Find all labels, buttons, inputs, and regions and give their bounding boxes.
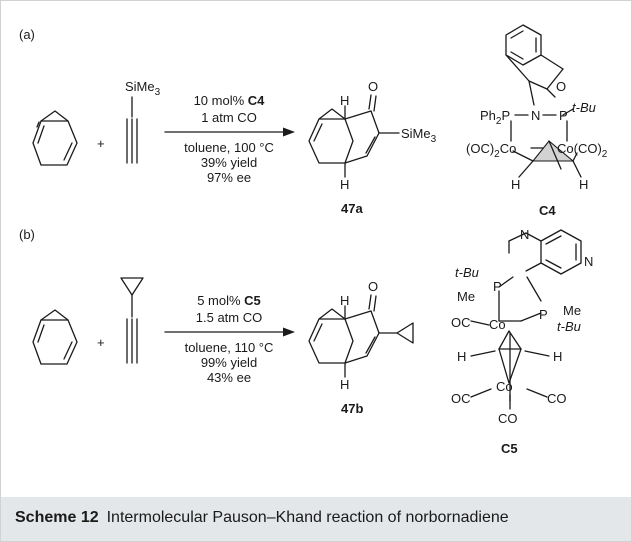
norbornadiene-a: [32, 110, 78, 166]
c4-h-left: H: [511, 177, 520, 192]
product-label-47a: 47a: [341, 201, 363, 216]
c4-phosphorus: P: [559, 108, 568, 123]
cyclopropyl-acetylene: [120, 277, 144, 364]
condition-solvent-a: toluene, 100 °C: [184, 140, 274, 155]
carbonyl-o-47b: O: [368, 279, 378, 294]
condition-ee-b: 43% ee: [207, 370, 251, 385]
c4-right-cobalt: Co(CO)2: [557, 141, 608, 160]
c5-co-right: CO: [547, 391, 567, 406]
h-top-47b: H: [340, 293, 349, 308]
alkyne-substituent-a: SiMe3: [125, 79, 161, 98]
c5-h-left: H: [457, 349, 466, 364]
c5-nitrogen-top: N: [520, 227, 529, 242]
c5-nitrogen-right: N: [584, 254, 593, 269]
caption-bar: [1, 497, 631, 541]
norbornadiene-b: [32, 309, 78, 365]
product-47a-structure: [308, 94, 400, 178]
h-bottom-47b: H: [340, 377, 349, 392]
c4-left-cobalt: (OC)2Co: [466, 141, 516, 160]
product-47b-structure: [308, 294, 414, 378]
c4-ph2p: Ph2P: [480, 108, 510, 127]
scheme-caption: Scheme 12 Intermolecular Pauson–Khand rea…: [15, 509, 509, 527]
condition-pressure-b: 1.5 atm CO: [196, 310, 262, 325]
scheme-drawing: (a) + SiMe3 10 mol% C4 1 atm CO toluene,…: [19, 24, 608, 456]
c5-oc-top: OC: [451, 315, 471, 330]
c4-oxygen: O: [556, 79, 566, 94]
plus-sign-b: +: [97, 335, 105, 350]
condition-catalyst-loading-b: 5 mol% C5: [197, 293, 261, 308]
panel-b-label: (b): [19, 227, 35, 242]
h-bottom-47a: H: [340, 177, 349, 192]
c5-cobalt-top: Co: [489, 317, 506, 332]
h-top-47a: H: [340, 93, 349, 108]
plus-sign-a: +: [97, 136, 105, 151]
c5-phosphorus-right: P: [539, 307, 548, 322]
product-substituent-a: SiMe3: [401, 126, 437, 145]
c5-tbu-left: t-Bu: [455, 265, 479, 280]
catalyst-c5-structure: [470, 229, 582, 410]
c5-phosphorus-left: P: [493, 279, 502, 294]
condition-solvent-b: toluene, 110 °C: [185, 340, 274, 355]
c4-nitrogen: N: [531, 108, 540, 123]
c5-co-bottom: CO: [498, 411, 518, 426]
c5-cobalt-bottom: Co: [496, 379, 513, 394]
carbonyl-o-47a: O: [368, 79, 378, 94]
c4-tbu: t-Bu: [572, 100, 596, 115]
caption-text: Intermolecular Pauson–Khand reaction of …: [106, 509, 509, 526]
condition-ee-a: 97% ee: [207, 170, 251, 185]
catalyst-label-c5: C5: [501, 441, 518, 456]
condition-yield-a: 39% yield: [201, 155, 257, 170]
tms-acetylene: SiMe3: [125, 79, 161, 164]
condition-pressure-a: 1 atm CO: [201, 110, 257, 125]
caption-number: Scheme 12: [15, 509, 99, 526]
c5-h-right: H: [553, 349, 562, 364]
product-label-47b: 47b: [341, 401, 363, 416]
condition-yield-b: 99% yield: [201, 355, 257, 370]
reaction-arrow-b: [164, 327, 295, 337]
c5-tbu-right: t-Bu: [557, 319, 581, 334]
panel-a-label: (a): [19, 27, 35, 42]
c5-me-left: Me: [457, 289, 475, 304]
catalyst-c4-structure: [505, 24, 582, 178]
c4-h-right: H: [579, 177, 588, 192]
c5-me-right: Me: [563, 303, 581, 318]
condition-catalyst-loading-a: 10 mol% C4: [194, 93, 266, 108]
c5-oc-bottom: OC: [451, 391, 471, 406]
catalyst-label-c4: C4: [539, 203, 556, 218]
reaction-arrow-a: [164, 127, 295, 137]
